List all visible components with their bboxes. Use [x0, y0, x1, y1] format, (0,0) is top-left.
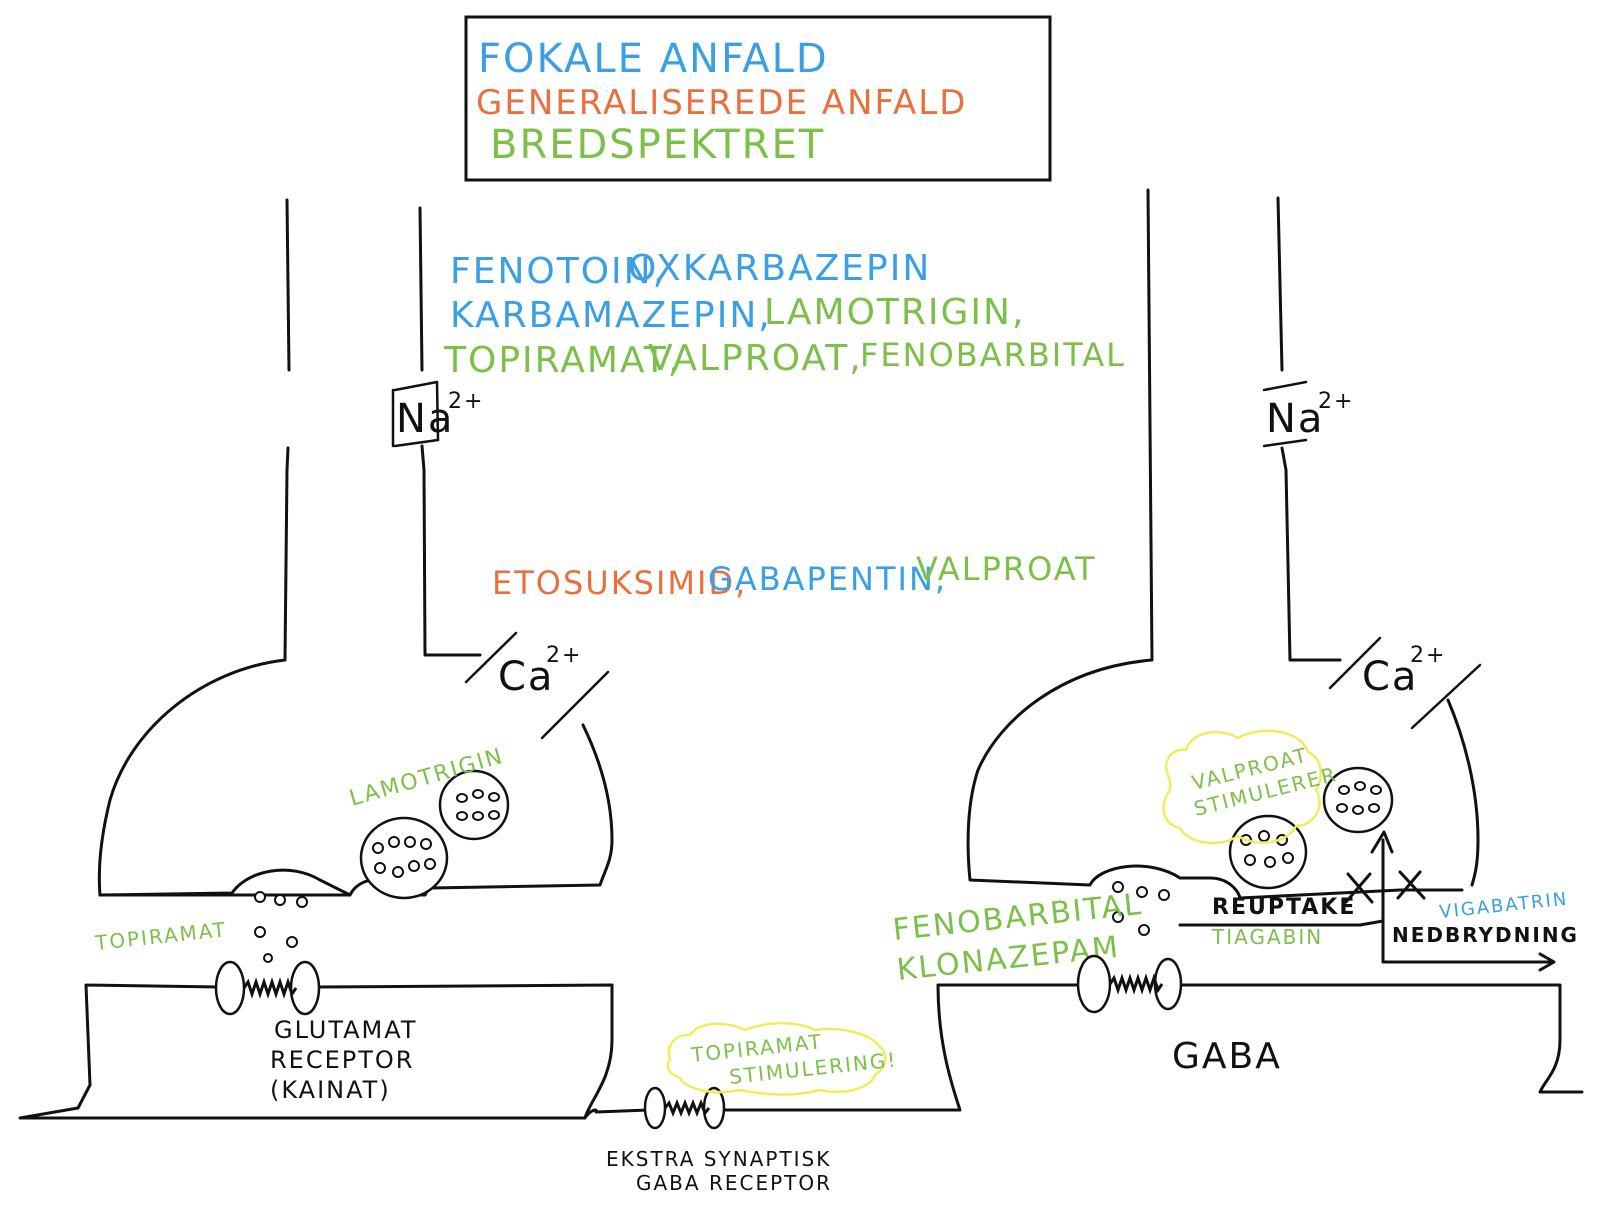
gaba-label: GABA [1172, 1036, 1282, 1077]
right-reuptake-arrow-up [1370, 830, 1394, 923]
right-ca-sup: 2+ [1410, 643, 1446, 668]
right-calcium-channel: Ca 2+ [1328, 636, 1482, 730]
drug-topiramat: TOPIRAMAT, [443, 340, 681, 381]
left-na-label: Na [396, 396, 454, 442]
gaba-receptor-right-half [1153, 957, 1183, 1011]
right-vesicles [1112, 766, 1394, 936]
left-terminal-right [428, 723, 614, 890]
drug-karbamazepin: KARBAMAZEPIN, [450, 295, 772, 336]
left-ca-sup: 2+ [546, 643, 582, 668]
blocked-x-1 [1344, 872, 1374, 904]
left-vesicles [254, 769, 510, 963]
right-axon-outer [966, 188, 1464, 900]
reuptake-label: REUPTAKE [1212, 895, 1356, 920]
vigabatrin-label: VIGABATRIN [1438, 889, 1569, 923]
drug-valproat: VALPROAT, [648, 338, 863, 379]
extra-receptor-left-half [643, 1086, 667, 1130]
legend: FOKALE ANFALD GENERALISEREDE ANFALD BRED… [464, 15, 1052, 182]
glutamate-receptor-left-half [214, 960, 246, 1016]
legend-box [464, 15, 1052, 182]
drug-lamotrigin: LAMOTRIGIN, [764, 292, 1025, 333]
left-release-bump [98, 868, 352, 897]
vesicle [438, 769, 510, 841]
drug-oxkarbazepin: OXKARBAZEPIN [628, 248, 931, 289]
legend-generalized: GENERALISEREDE ANFALD [476, 83, 967, 123]
sodium-channel-drugs: FENOTOIN, OXKARBAZEPIN KARBAMAZEPIN, LAM… [443, 248, 1126, 381]
drug-gabapentin: GABAPENTIN, [708, 560, 947, 598]
right-postsynaptic [1043, 954, 1584, 1094]
drug-valproat-ca: VALPROAT [916, 550, 1097, 588]
nedbrydning-label: NEDBRYDNING [1392, 923, 1579, 947]
glutamate-receptor-label: GLUTAMAT RECEPTOR (KAINAT) [270, 1016, 417, 1104]
valproat-highlight [1162, 729, 1322, 845]
left-postsynaptic [18, 960, 614, 1120]
vesicle [1322, 766, 1394, 834]
left-na-sup: 2+ [448, 389, 484, 414]
extra-receptor-right-half [702, 1086, 726, 1130]
drug-etosuksimid: ETOSUKSIMID, [492, 564, 747, 602]
right-na-label: Na [1266, 396, 1324, 442]
drug-fenobarbital: FENOBARBITAL [860, 336, 1126, 374]
right-na-sup: 2+ [1318, 389, 1354, 414]
drug-fenytoin: FENOTOIN, [450, 251, 666, 292]
left-axon-inner [418, 206, 482, 657]
breakdown-arrow-head [1538, 952, 1556, 972]
calcium-channel-drugs: ETOSUKSIMID, GABAPENTIN, VALPROAT [492, 550, 1097, 602]
topiramat-label: TOPIRAMAT [93, 917, 228, 955]
legend-broad: BREDSPEKTRET [490, 122, 825, 168]
left-ca-label: Ca [498, 654, 554, 700]
legend-focal: FOKALE ANFALD [478, 36, 829, 82]
vesicle [1228, 814, 1308, 890]
blocked-x-2 [1396, 870, 1426, 900]
extra-synaptic-region: TOPIRAMAT STIMULERING! EKSTRA SYNAPTISK … [583, 983, 1047, 1195]
svg-text:GLUTAMAT: GLUTAMAT [274, 1016, 417, 1044]
right-neuron [966, 188, 1556, 972]
gaba-receptor-left-half [1076, 954, 1112, 1014]
receptor-coil [242, 977, 298, 999]
left-sodium-channel: Na 2+ [391, 380, 484, 448]
svg-text:(KAINAT): (KAINAT) [270, 1076, 391, 1104]
right-axon-inner [1276, 196, 1342, 662]
right-terminal-right [1446, 698, 1480, 887]
vesicle [359, 816, 449, 900]
right-sodium-channel: Na 2+ [1262, 380, 1354, 448]
extra-receptor-label-line1: EKSTRA SYNAPTISK [606, 1147, 831, 1171]
left-calcium-channel: Ca 2+ [464, 631, 610, 740]
tiagabin-label: TIAGABIN [1211, 925, 1323, 949]
extra-receptor-label-line2: GABA RECEPTOR [636, 1171, 832, 1195]
right-ca-label: Ca [1362, 654, 1418, 700]
extra-highlight [666, 1022, 887, 1096]
svg-text:RECEPTOR: RECEPTOR [270, 1046, 414, 1074]
